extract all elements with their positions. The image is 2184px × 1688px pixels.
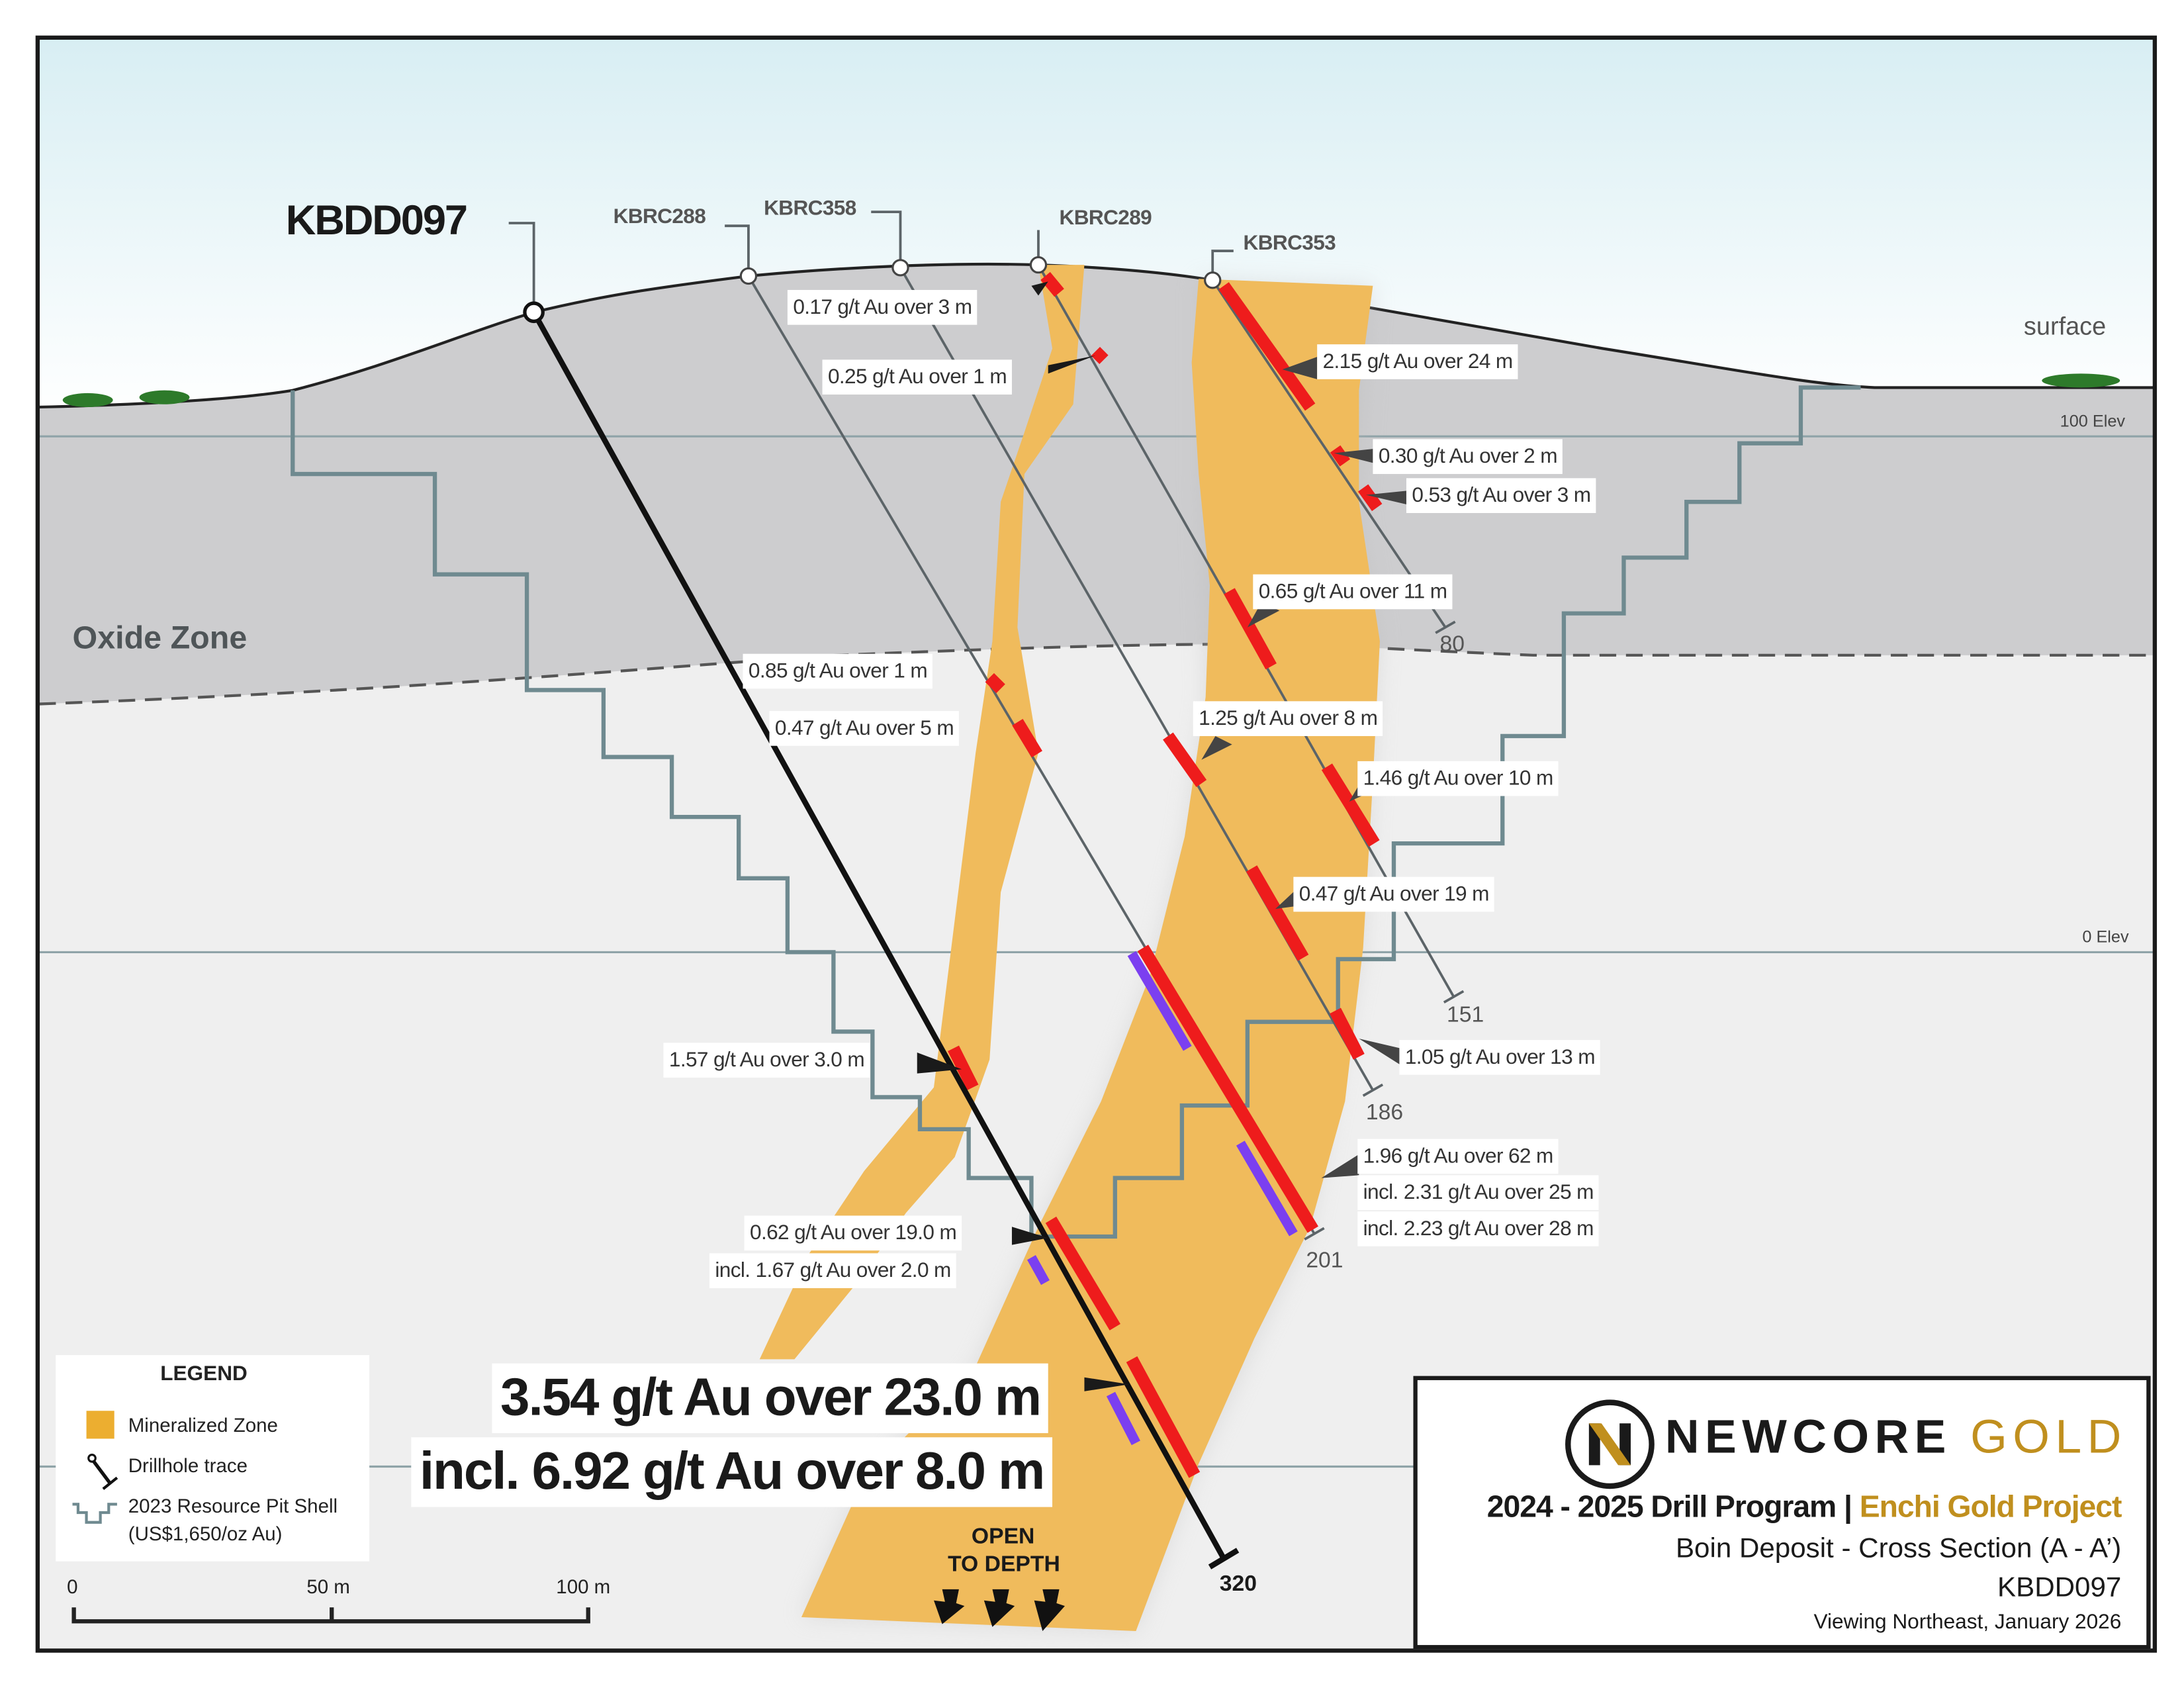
intercept-label: incl. 2.31 g/t Au over 25 m <box>1357 1175 1600 1211</box>
title-separator: | <box>1844 1489 1852 1524</box>
depth-kbrc353: 80 <box>1439 633 1465 657</box>
collar-markers <box>523 301 545 324</box>
intercept-label: 0.62 g/t Au over 19.0 m <box>744 1215 962 1251</box>
label-pointers-dark <box>917 281 1129 1391</box>
collar-label-kbrc289: KBRC289 <box>1059 206 1152 230</box>
legend-item: 2023 Resource Pit Shell <box>128 1494 338 1517</box>
highlight-included: incl. 6.92 g/t Au over 8.0 m <box>411 1437 1052 1507</box>
program-name: 2024 - 2025 Drill Program <box>1486 1489 1837 1524</box>
intercept-label: 0.53 g/t Au over 3 m <box>1406 478 1596 514</box>
intercept-label: 0.25 g/t Au over 1 m <box>822 359 1013 395</box>
program-title: 2024 - 2025 Drill Program | Enchi Gold P… <box>1487 1489 2122 1525</box>
intercept-label: 1.96 g/t Au over 62 m <box>1357 1139 1559 1174</box>
intercept-label: 1.57 g/t Au over 3.0 m <box>663 1043 870 1078</box>
intercept-label: 0.85 g/t Au over 1 m <box>743 653 933 689</box>
highlight-intercept: 3.54 g/t Au over 23.0 m <box>492 1363 1049 1433</box>
oxide-zone-label: Oxide Zone <box>72 619 248 655</box>
hole-id: KBDD097 <box>1997 1572 2122 1603</box>
elev-100-label: 100 Elev <box>2060 411 2126 431</box>
depth-kbrc358: 186 <box>1365 1101 1404 1125</box>
to-depth-label: TO DEPTH <box>948 1553 1060 1577</box>
project-name: Enchi Gold Project <box>1859 1489 2122 1524</box>
collar-kbrc353-icon <box>1204 271 1222 289</box>
brand-word-newcore: NEWCORE <box>1664 1411 1952 1464</box>
collar-label-kbrc288: KBRC288 <box>613 205 706 229</box>
drillhole-kbdd097[interactable] <box>531 310 1226 1560</box>
depth-kbrc288: 201 <box>1306 1248 1343 1273</box>
legend-title: LEGEND <box>160 1362 248 1386</box>
surface-line <box>38 262 2154 409</box>
legend: LEGEND Mineralized Zone Drillhole trace … <box>56 1355 370 1562</box>
scale-label-50: 50 m <box>306 1575 350 1598</box>
intercept-label: incl. 1.67 g/t Au over 2.0 m <box>709 1253 957 1288</box>
collar-label-kbdd097: KBDD097 <box>285 198 468 244</box>
intercept-label: 0.65 g/t Au over 11 m <box>1253 574 1453 610</box>
mineralized-zone-swatch-icon <box>86 1411 114 1439</box>
mineralized-zone-main <box>801 279 1380 1632</box>
legend-item: (US$1,650/oz Au) <box>128 1522 283 1545</box>
collar-kbrc289-icon <box>1029 256 1048 274</box>
intercept-label: 0.30 g/t Au over 2 m <box>1373 439 1563 475</box>
collar-kbdd097-icon <box>523 301 545 324</box>
scale-bar <box>71 1607 590 1624</box>
collar-kbrc288-icon <box>739 267 758 285</box>
gold-intercepts <box>948 271 1383 1478</box>
collar-label-kbrc353: KBRC353 <box>1243 231 1336 256</box>
intercept-label: 0.47 g/t Au over 19 m <box>1293 876 1495 912</box>
intercept-label: 1.46 g/t Au over 10 m <box>1357 761 1559 796</box>
hole-end-tick <box>1208 1548 1240 1570</box>
pit-shell-icon <box>72 1503 117 1524</box>
open-label: OPEN <box>971 1524 1035 1549</box>
scale-label-0: 0 <box>67 1575 78 1598</box>
mineralized-zone-west <box>759 265 1085 1360</box>
title-block: NEWCORE GOLD 2024 - 2025 Drill Program |… <box>1413 1376 2151 1650</box>
intercept-label: incl. 2.23 g/t Au over 28 m <box>1357 1211 1600 1246</box>
section-title: Boin Deposit - Cross Section (A - A’) <box>1675 1533 2122 1564</box>
map-frame <box>35 35 2158 1653</box>
view-date: Viewing Northeast, January 2026 <box>1813 1610 2122 1634</box>
elev-0-label: 0 Elev <box>2082 927 2129 947</box>
newcore-logo-icon <box>1565 1399 1655 1489</box>
collar-kbrc358-icon <box>891 259 909 277</box>
scale-label-100: 100 m <box>556 1575 611 1598</box>
depth-kbrc289: 151 <box>1447 1004 1484 1028</box>
brand-word-gold: GOLD <box>1970 1411 2127 1464</box>
intercept-label: 0.17 g/t Au over 3 m <box>787 290 978 325</box>
brand-name: NEWCORE GOLD <box>1665 1411 2127 1465</box>
included-intercepts <box>1026 951 1298 1446</box>
vegetation-icon <box>62 373 2120 407</box>
drillhole-trace-icon <box>87 1454 118 1490</box>
depth-kbdd097: 320 <box>1219 1572 1257 1597</box>
intercept-label: 2.15 g/t Au over 24 m <box>1317 344 1519 379</box>
surface-label: surface <box>2023 312 2107 340</box>
drillhole-kbrc353[interactable] <box>1211 279 1447 628</box>
legend-item: Mineralized Zone <box>128 1413 278 1436</box>
legend-item: Drillhole trace <box>128 1454 248 1477</box>
intercept-label: 1.25 g/t Au over 8 m <box>1193 701 1383 736</box>
intercept-label: 1.05 g/t Au over 13 m <box>1399 1040 1601 1075</box>
open-to-depth-arrows-icon <box>934 1589 1065 1632</box>
intercept-label: 0.47 g/t Au over 5 m <box>769 711 960 746</box>
collar-label-kbrc358: KBRC358 <box>764 196 856 220</box>
